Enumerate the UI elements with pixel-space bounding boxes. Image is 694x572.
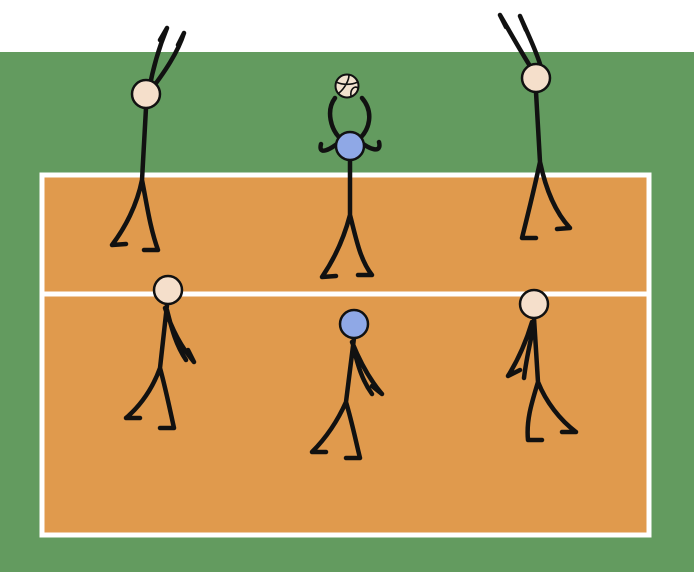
player-head	[334, 130, 366, 162]
player-setter	[318, 95, 382, 280]
player-head	[520, 62, 552, 94]
player-back-middle	[309, 308, 385, 461]
sky-area	[0, 0, 694, 52]
player-head	[338, 308, 370, 340]
player-body	[123, 302, 197, 431]
player-body	[497, 12, 573, 241]
player-body	[309, 335, 385, 461]
player-left-blocker	[109, 25, 187, 253]
player-head	[130, 78, 162, 110]
player-back-left	[123, 274, 197, 431]
player-back-right	[505, 288, 579, 443]
player-right-blocker	[497, 12, 573, 241]
volleyball-icon	[334, 73, 360, 99]
player-body	[318, 95, 382, 280]
player-body	[109, 25, 187, 253]
player-body	[505, 315, 579, 443]
player-head	[152, 274, 184, 306]
player-head	[518, 288, 550, 320]
